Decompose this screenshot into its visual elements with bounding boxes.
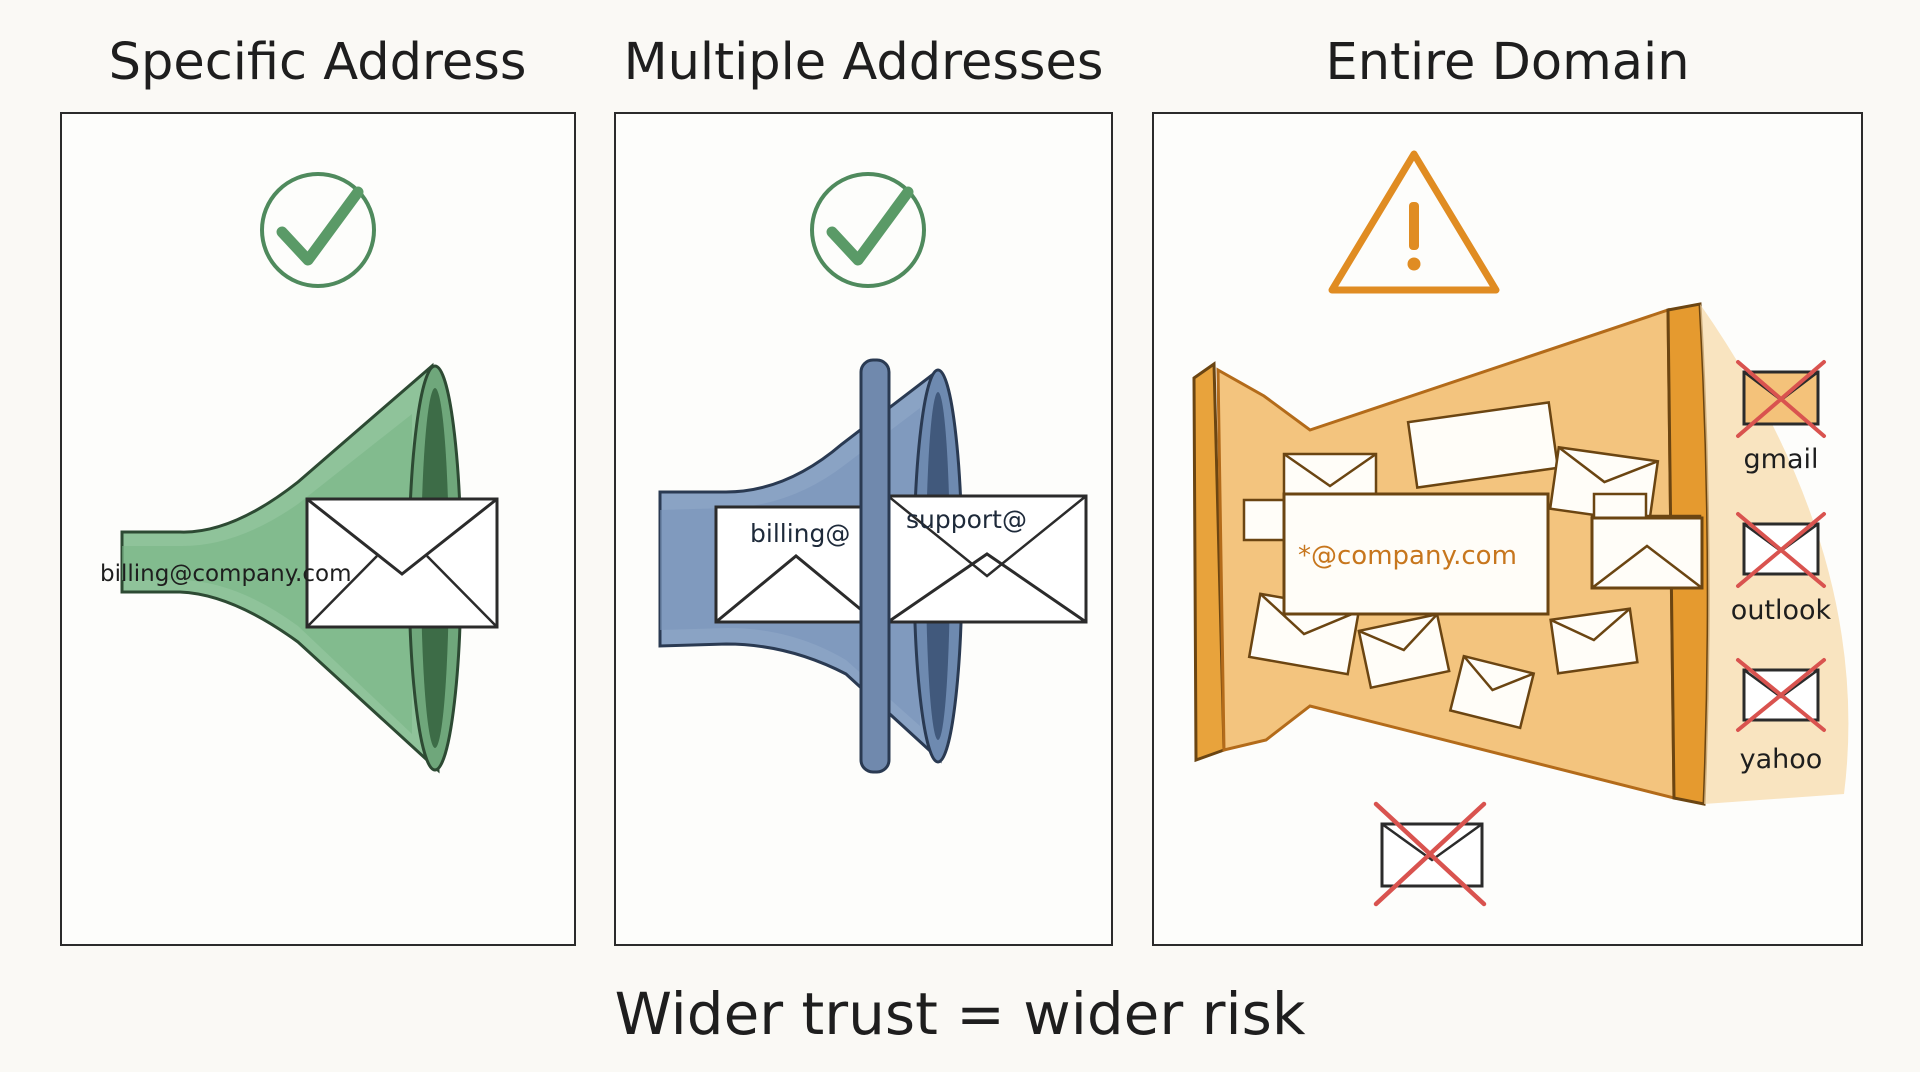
entire-domain-illustration: *@company.com gmail outlook yahoo xyxy=(1192,150,1849,907)
panel-heading-specific-address: Specific Address xyxy=(108,33,527,92)
address-label: support@ xyxy=(906,505,1027,534)
blocked-mail-icon xyxy=(1736,360,1826,438)
envelope-icon xyxy=(886,494,1088,624)
multiple-addresses-illustration: billing@ support@ xyxy=(658,172,1088,774)
ring-band xyxy=(859,358,891,774)
provider-label-outlook: outlook xyxy=(1731,595,1832,626)
caption: Wider trust = wider risk xyxy=(614,980,1306,1048)
panel-specific-address: billing@company.com xyxy=(60,112,576,946)
provider-label-yahoo: yahoo xyxy=(1740,744,1823,775)
blocked-mail-icon xyxy=(1736,512,1826,588)
provider-label-gmail: gmail xyxy=(1744,444,1819,475)
blocked-mail-icon xyxy=(1373,801,1487,907)
check-circle-icon xyxy=(260,172,376,288)
check-circle-icon xyxy=(810,172,926,288)
specific-address-illustration: billing@company.com xyxy=(100,172,499,774)
panel-heading-entire-domain: Entire Domain xyxy=(1325,33,1690,92)
envelope-icon xyxy=(305,497,499,629)
address-label: billing@ xyxy=(750,519,850,548)
address-label: billing@company.com xyxy=(100,561,352,587)
domain-label: *@company.com xyxy=(1298,541,1517,571)
panel-multiple-addresses: billing@ support@ xyxy=(614,112,1113,946)
warning-triangle-icon xyxy=(1328,150,1500,294)
panel-heading-multiple-addresses: Multiple Addresses xyxy=(623,33,1104,92)
envelope-icon xyxy=(1590,516,1704,590)
blocked-mail-icon xyxy=(1736,658,1826,732)
panel-entire-domain: *@company.com gmail outlook yahoo xyxy=(1152,112,1863,946)
envelope-icon xyxy=(1282,492,1550,616)
